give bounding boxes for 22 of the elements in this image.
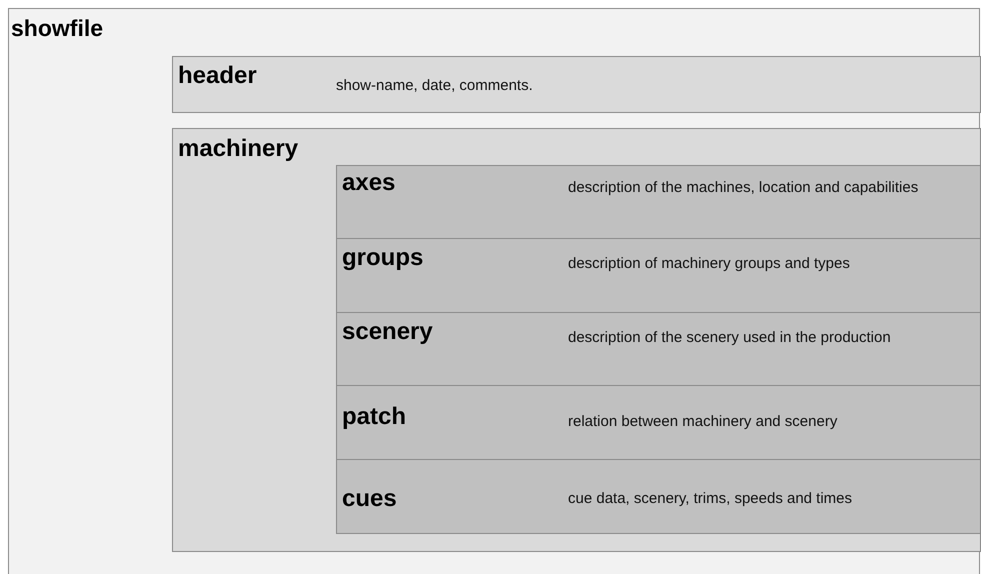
table-row <box>336 238 981 313</box>
description-text: description of the scenery used in the production <box>568 328 892 348</box>
table-row <box>336 165 981 239</box>
section-title: axes <box>342 171 396 195</box>
table-row <box>336 459 981 534</box>
section-title: groups <box>342 246 424 270</box>
section-title: showfile <box>11 17 104 40</box>
description-text: description of machinery groups and types <box>568 254 851 274</box>
section-title: cues <box>342 487 397 511</box>
description-text: description of the machines, location and capabilities <box>568 178 920 198</box>
section-title: header <box>178 64 257 88</box>
section-title: machinery <box>178 137 298 161</box>
section-title: patch <box>342 405 406 429</box>
section-box <box>172 128 981 552</box>
section-title: scenery <box>342 320 433 344</box>
description-text: relation between machinery and scenery <box>568 412 838 432</box>
outer-section-box <box>8 8 980 574</box>
table-row <box>336 312 981 386</box>
table-row <box>336 385 981 460</box>
section-box <box>172 56 981 113</box>
description-text: show-name, date, comments. <box>336 76 534 96</box>
description-text: cue data, scenery, trims, speeds and times <box>568 489 854 509</box>
